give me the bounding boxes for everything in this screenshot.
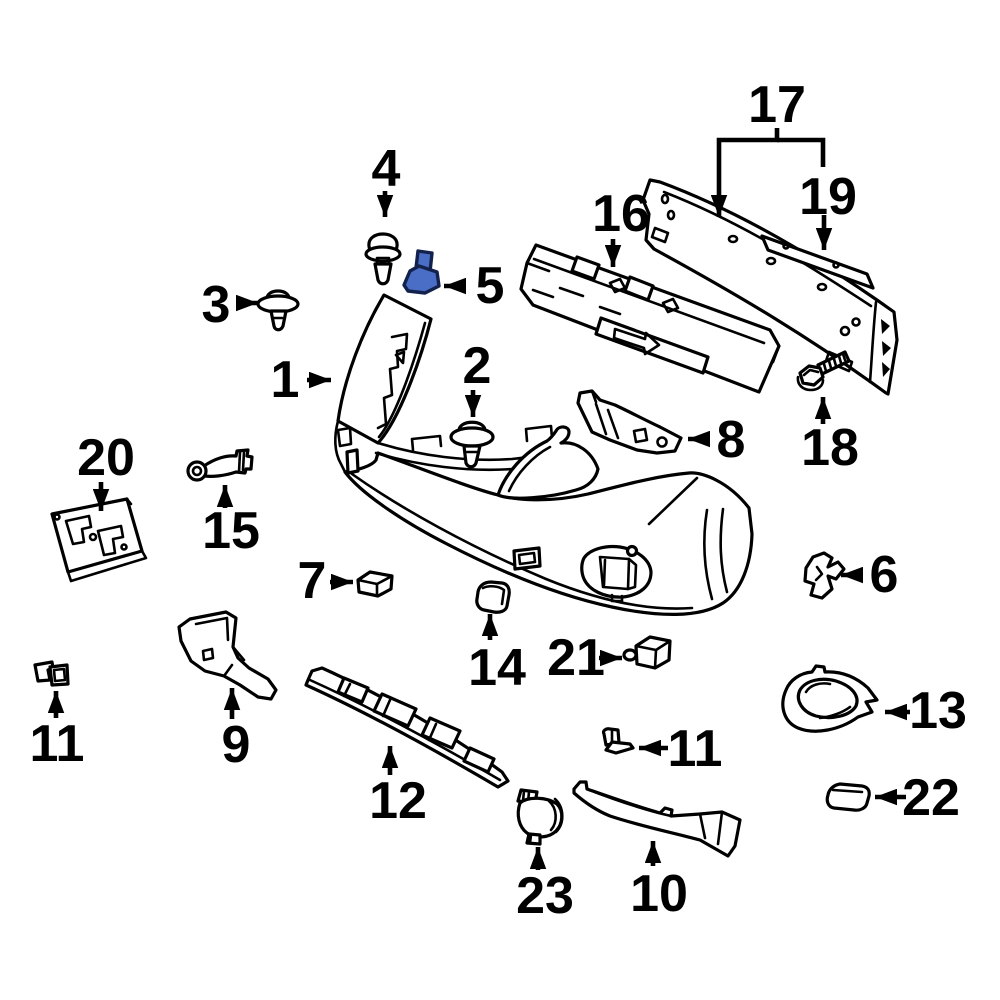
- callout-label-13: 13: [909, 682, 967, 740]
- callout-label-12: 12: [369, 772, 427, 830]
- callout-label-7: 7: [298, 552, 327, 610]
- callout-label-6: 6: [870, 546, 899, 604]
- part-19-strip: [760, 234, 875, 290]
- part-9-side-bracket: [177, 610, 278, 701]
- callout-label-2: 2: [463, 337, 492, 395]
- callout-label-15: 15: [202, 502, 260, 560]
- part-8-bracket: [576, 389, 683, 455]
- callout-label-17: 17: [748, 76, 806, 134]
- callout-label-19: 19: [799, 168, 857, 226]
- callout-label-21: 21: [547, 629, 605, 687]
- part-10-lower-molding: [572, 780, 742, 858]
- part-15-support-arm: [186, 448, 254, 482]
- callout-label-5: 5: [476, 257, 505, 315]
- callout-label-18: 18: [801, 419, 859, 477]
- part-21-sensor-retainer: [622, 635, 672, 670]
- part-2-clip: [449, 420, 495, 469]
- callout-leader-17: [710, 128, 780, 217]
- part-7-pad: [356, 570, 394, 598]
- part-11-clip-left: [33, 660, 70, 687]
- callout-label-4: 4: [372, 140, 401, 198]
- callout-label-14: 14: [468, 639, 526, 697]
- part-3-clip: [256, 289, 300, 332]
- part-13-fog-lamp-bezel: [781, 664, 879, 733]
- callout-label-11b: 11: [668, 720, 723, 778]
- callout-leader-17-1: [777, 137, 826, 167]
- part-5-retainer-highlighted: [402, 249, 441, 295]
- part-4-clip: [364, 232, 402, 286]
- part-12-lower-deflector: [304, 666, 510, 789]
- callout-label-1: 1: [271, 351, 300, 409]
- part-11-clip-center: [601, 727, 635, 755]
- callout-label-3: 3: [202, 276, 231, 334]
- callout-label-16: 16: [592, 185, 650, 243]
- part-20-license-bracket: [50, 497, 148, 583]
- part-14-cover: [475, 580, 511, 614]
- callout-label-11a: 11: [30, 715, 85, 773]
- callout-label-9: 9: [222, 716, 251, 774]
- callout-label-8: 8: [717, 411, 746, 469]
- callout-label-22: 22: [902, 769, 960, 827]
- callout-label-23: 23: [516, 867, 574, 925]
- callout-label-20: 20: [77, 429, 135, 487]
- callout-label-10: 10: [630, 865, 688, 923]
- part-6-clip: [803, 551, 846, 600]
- part-1-bumper-cover: [334, 293, 754, 617]
- part-22-cover: [825, 782, 871, 812]
- part-18-bolt: [796, 350, 851, 392]
- part-16-energy-absorber: [519, 243, 781, 394]
- part-23-park-sensor: [516, 788, 564, 846]
